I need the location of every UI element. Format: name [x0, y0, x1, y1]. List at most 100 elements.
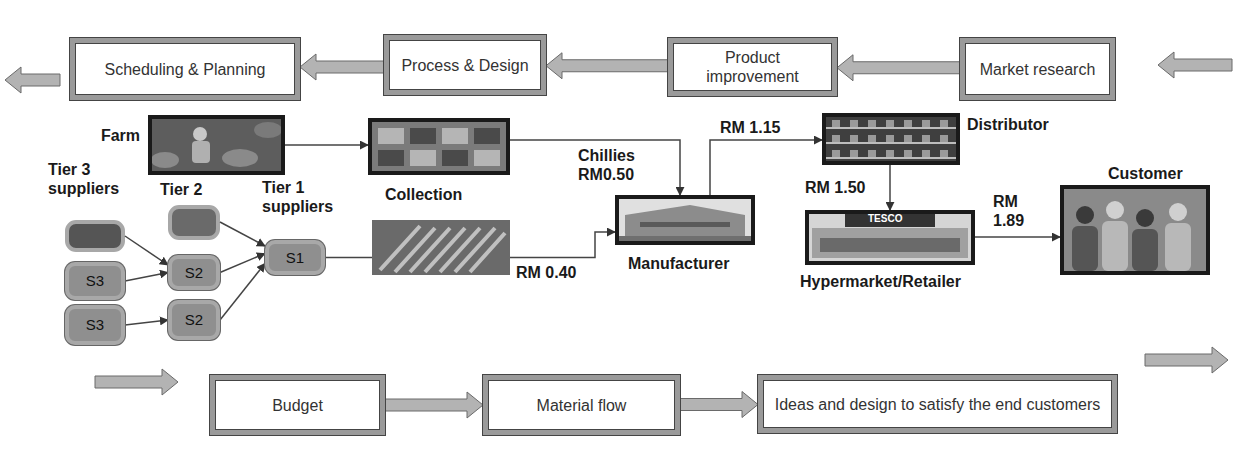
block-arrow	[300, 54, 384, 80]
box-label: Process & Design	[401, 56, 528, 75]
flow-connector	[220, 254, 265, 273]
person	[1136, 209, 1154, 227]
flow-connector	[889, 165, 891, 210]
supplier-box	[67, 222, 123, 250]
supplier-photo	[372, 220, 510, 275]
process-box: Scheduling & Planning	[70, 38, 300, 100]
person	[1076, 206, 1094, 224]
crate	[410, 128, 436, 144]
person	[1106, 201, 1124, 219]
photo-caption: Farm	[101, 126, 140, 145]
store-front	[820, 238, 960, 252]
tier-label: Tier 2	[160, 180, 202, 199]
flow-connector	[220, 264, 265, 321]
customer-photo	[1060, 185, 1210, 275]
crate	[442, 128, 468, 144]
box-label: Scheduling & Planning	[104, 60, 265, 79]
process-box: Material flow	[483, 375, 680, 435]
flow-connector	[125, 320, 168, 325]
photo-caption: Manufacturer	[628, 254, 729, 273]
box-label: Budget	[272, 396, 323, 415]
process-box: Market research	[960, 38, 1115, 100]
price-label: RM 1.15	[720, 118, 780, 137]
crate	[474, 150, 500, 166]
flow-connector	[975, 236, 1060, 238]
process-box: Ideas and design to satisfy the end cust…	[758, 375, 1117, 433]
block-arrow	[1145, 347, 1228, 373]
farmer	[193, 127, 207, 141]
person	[1132, 229, 1158, 271]
plant	[151, 152, 179, 168]
person	[1102, 221, 1128, 271]
photo-node: Customer	[1060, 185, 1210, 275]
sign-band	[845, 212, 935, 227]
supplier-id: S1	[286, 249, 304, 267]
photo-node: Distributor	[822, 113, 960, 165]
price-label: Chillies RM0.50	[578, 146, 650, 184]
tier-label: Tier 3 suppliers	[48, 160, 133, 198]
farm-photo	[148, 115, 285, 175]
crate	[442, 150, 468, 166]
price-label: RM 1.89	[993, 192, 1037, 230]
supply-arrow	[220, 222, 265, 246]
goods	[832, 120, 948, 157]
price-label: RM 1.50	[805, 178, 865, 197]
block-arrow	[837, 55, 960, 81]
box-label: Market research	[980, 60, 1096, 79]
supplier-box: S2	[168, 255, 220, 290]
photo-caption: Customer	[1108, 164, 1183, 183]
person	[1072, 226, 1098, 271]
flow-connector	[285, 144, 368, 146]
hypermarket-photo	[805, 210, 975, 265]
crate	[474, 128, 500, 144]
crate	[378, 128, 404, 144]
photo-node: Collection	[368, 118, 510, 175]
person	[1165, 223, 1191, 271]
box-label: Ideas and design to satisfy the end cust…	[775, 395, 1101, 414]
process-box: Product improvement	[668, 38, 837, 96]
block-arrow	[95, 369, 178, 395]
farmer	[192, 141, 210, 163]
factory-building	[625, 205, 745, 240]
process-box: Process & Design	[384, 35, 546, 95]
flow-connector	[125, 273, 168, 282]
supplier-id: S3	[86, 316, 104, 334]
production-line	[380, 226, 505, 272]
supplier-box: S1	[265, 240, 325, 275]
supplier-box: S3	[65, 262, 125, 300]
supplier-id: S2	[185, 311, 203, 329]
collection-photo	[368, 118, 510, 175]
price-label: RM 0.40	[516, 263, 576, 282]
box-label: Product improvement	[683, 48, 822, 86]
block-arrow	[546, 53, 668, 79]
supplier-id: S2	[185, 264, 203, 282]
flow-connector	[510, 140, 680, 195]
tier-label: Tier 1 suppliers	[262, 178, 342, 216]
plant	[222, 149, 258, 167]
person	[1169, 203, 1187, 221]
photo-caption: Collection	[385, 185, 462, 204]
photo-caption: Hypermarket/Retailer	[800, 272, 961, 291]
photo-node: Farm	[148, 115, 285, 175]
factory-window	[640, 222, 730, 227]
store-building	[812, 228, 968, 258]
box-label: Material flow	[537, 396, 627, 415]
block-arrow	[680, 392, 758, 418]
distributor-photo	[822, 113, 960, 165]
block-arrow	[1158, 52, 1232, 78]
manufacturer-photo	[615, 195, 755, 245]
connector-group	[125, 53, 1060, 418]
supplier-box: S2	[168, 300, 220, 340]
crate	[410, 150, 436, 166]
supply-arrow	[125, 236, 168, 265]
process-box: Budget	[210, 375, 385, 435]
supplier-box: S3	[65, 305, 125, 345]
crate	[378, 150, 404, 166]
supplier-box	[170, 207, 218, 238]
plant	[254, 122, 282, 138]
photo-caption: Distributor	[967, 115, 1049, 134]
supplier-id: S3	[86, 272, 104, 290]
store-sign: TESCO	[868, 213, 902, 225]
block-arrow	[385, 392, 483, 418]
